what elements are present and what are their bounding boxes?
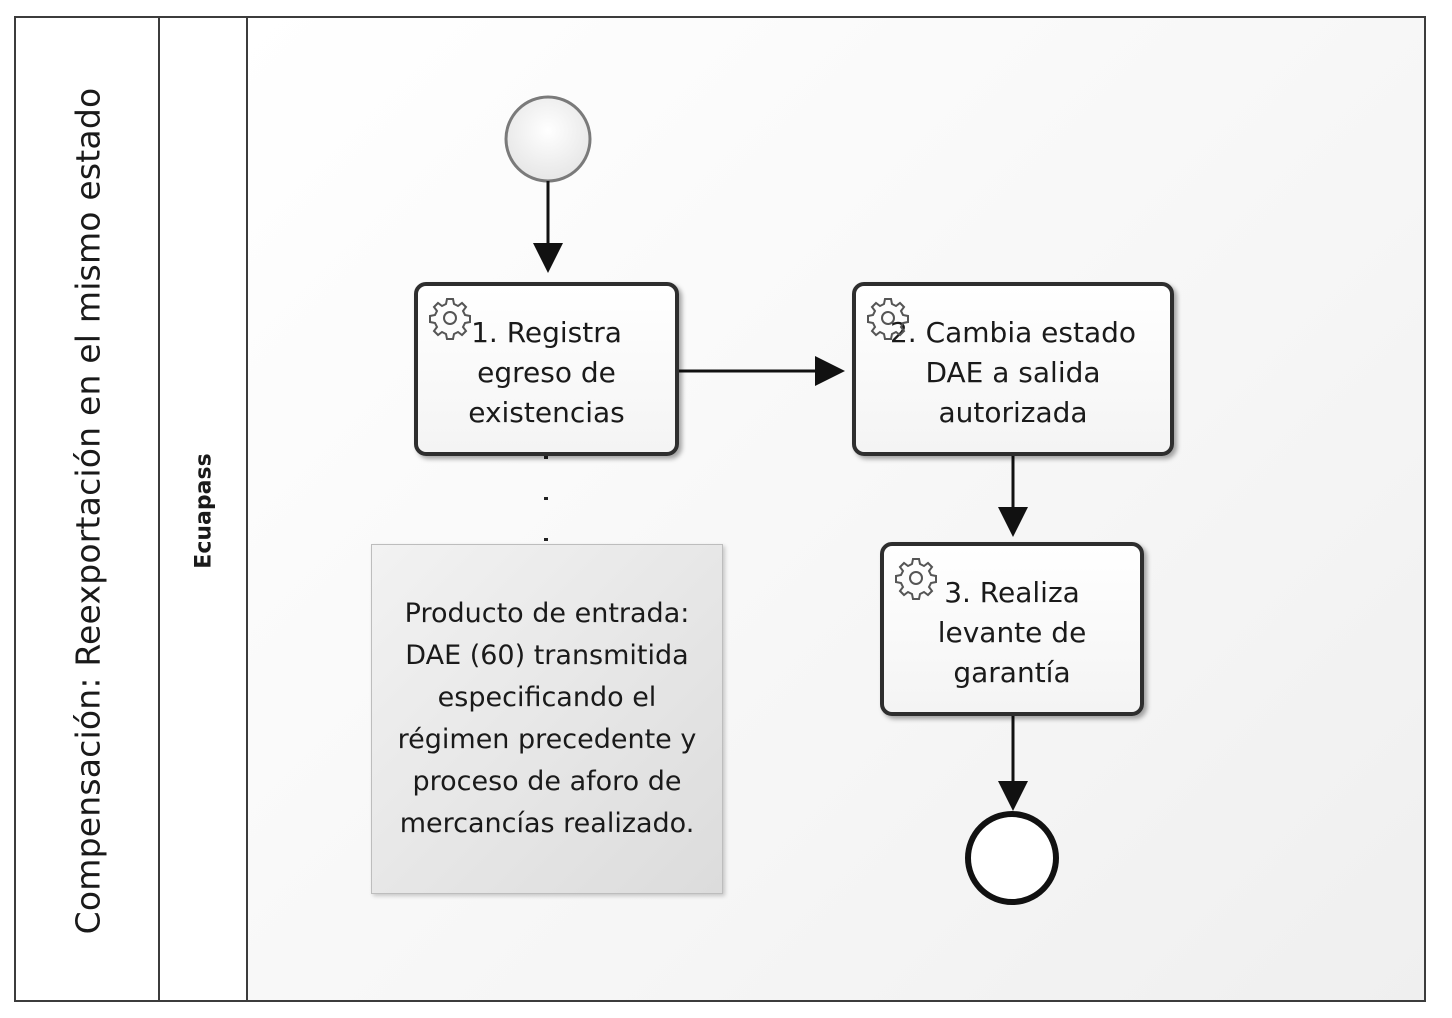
lane-header: Ecuapass xyxy=(160,18,248,1000)
end-event xyxy=(965,811,1059,905)
data-object-text: Producto de entrada: DAE (60) transmitid… xyxy=(397,598,697,839)
gear-icon xyxy=(429,298,471,340)
pool: Compensación: Reexportación en el mismo … xyxy=(14,16,1426,1002)
gear-icon xyxy=(895,558,937,600)
task-2[interactable]: 2. Cambia estado DAE a salida autorizada xyxy=(852,282,1174,456)
task-1[interactable]: 1. Registra egreso de existencias xyxy=(414,282,679,456)
start-event xyxy=(504,95,592,183)
task-2-label: 2. Cambia estado DAE a salida autorizada xyxy=(889,316,1137,429)
task-1-label: 1. Registra egreso de existencias xyxy=(468,316,625,429)
task-3[interactable]: 3. Realiza levante de garantía xyxy=(880,542,1144,716)
gear-icon xyxy=(867,298,909,340)
data-object-note: Producto de entrada: DAE (60) transmitid… xyxy=(371,544,723,894)
pool-header: Compensación: Reexportación en el mismo … xyxy=(16,18,160,1000)
task-3-label: 3. Realiza levante de garantía xyxy=(937,576,1087,689)
